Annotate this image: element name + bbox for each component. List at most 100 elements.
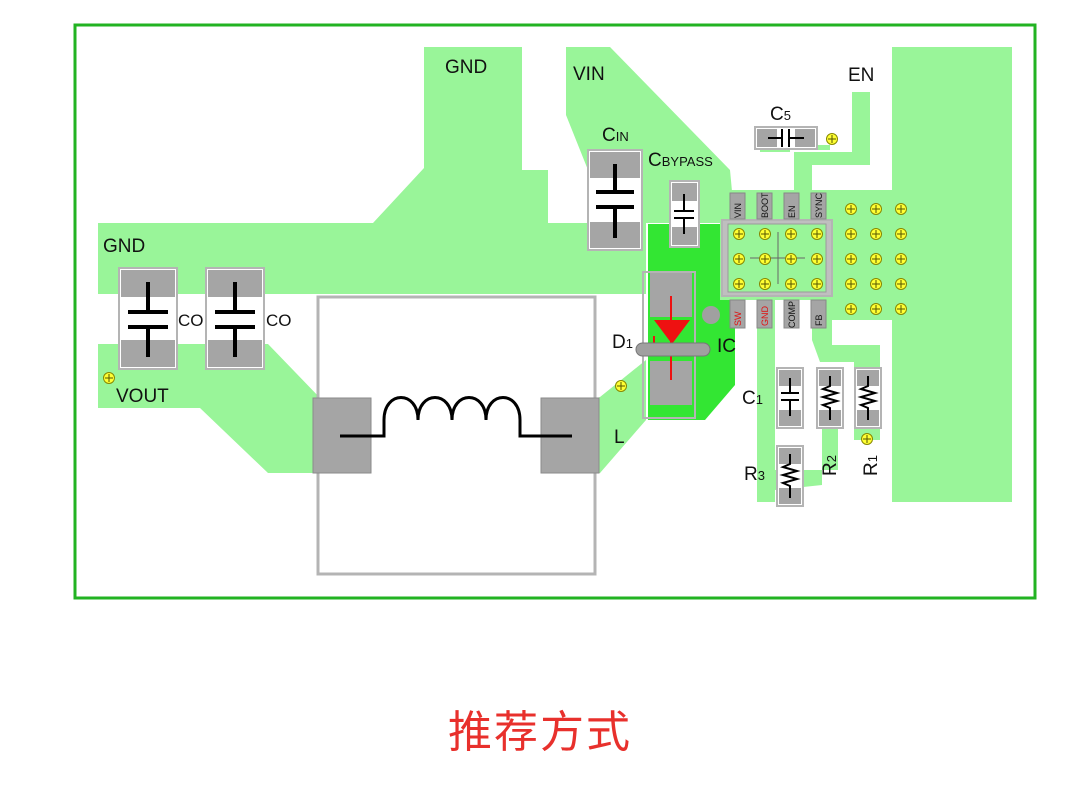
via-plus-icon	[870, 278, 882, 290]
via-plus-icon	[103, 372, 115, 384]
comp-trace	[757, 300, 775, 502]
label-c1: C1	[742, 388, 763, 409]
via-plus-icon	[845, 228, 857, 240]
label-cin: CIN	[602, 125, 629, 146]
label-vout: VOUT	[116, 386, 169, 407]
capacitor-c5	[754, 126, 818, 150]
capacitor-co-1	[118, 267, 178, 370]
label-ic: IC	[717, 336, 736, 357]
cbypass-pad-top	[672, 183, 697, 201]
resistor-r2	[816, 367, 844, 429]
ic-pin-sync-label: SYNC	[814, 192, 824, 218]
inductor-coil-icon	[340, 396, 572, 438]
layout-caption: 推荐方式	[448, 707, 632, 758]
ic-pin-comp-label: COMP	[787, 301, 797, 328]
ic-top-pins: VIN BOOT EN SYNC	[729, 192, 827, 220]
via-plus-icon	[870, 303, 882, 315]
via-plus-icon	[785, 228, 797, 240]
label-gnd-left: GND	[103, 236, 145, 257]
label-r1: R1	[861, 455, 882, 476]
ic-pin-vin	[729, 192, 746, 220]
capacitor-symbol-icon	[128, 282, 168, 357]
label-cbypass: CBYPASS	[648, 150, 713, 171]
sw-copper-pour	[590, 360, 646, 473]
label-c5: C5	[770, 104, 791, 125]
ic-pin-sync	[810, 192, 827, 220]
via-plus-icon	[845, 278, 857, 290]
ic-pin-en	[783, 192, 800, 220]
label-r2: R2	[820, 455, 841, 476]
d1-body-bar	[635, 342, 711, 357]
ic-pin-fb-label: FB	[814, 314, 824, 326]
label-en: EN	[848, 65, 874, 86]
ic-pin-sw	[729, 299, 746, 329]
label-co2: CO	[266, 311, 292, 330]
via-plus-icon	[895, 253, 907, 265]
ic-pin-comp	[783, 299, 800, 329]
via-plus-icon	[733, 278, 745, 290]
label-l: L	[614, 427, 625, 448]
resistor-r1	[854, 367, 882, 429]
via-plus-icon	[733, 228, 745, 240]
capacitor-symbol-icon	[215, 282, 255, 357]
d1-thermal-dot	[702, 306, 720, 324]
via-plus-icon	[759, 278, 771, 290]
ic-pin-vin-label: VIN	[733, 203, 743, 218]
capacitor-cin	[587, 149, 643, 251]
ic-pin-gnd	[756, 299, 773, 329]
en-trace	[794, 92, 870, 193]
capacitor-cbypass	[669, 180, 700, 248]
resistor-symbol-icon	[819, 376, 841, 420]
ic-pin-en-label: EN	[787, 205, 797, 218]
ic-pin-gnd-label: GND	[760, 306, 770, 327]
ic-pin-fb	[810, 299, 827, 329]
label-r3: R3	[744, 464, 765, 485]
inductor-l	[312, 295, 600, 576]
via-plus-icon	[845, 303, 857, 315]
label-vin: VIN	[573, 64, 605, 85]
via-plus-icon	[811, 278, 823, 290]
via-plus-icon	[785, 253, 797, 265]
via-plus-icon	[759, 253, 771, 265]
diode-d1	[635, 271, 720, 419]
via-plus-icon	[870, 253, 882, 265]
resistor-r3	[776, 445, 804, 507]
label-co1: CO	[178, 311, 204, 330]
capacitor-symbol-icon	[768, 129, 804, 147]
via-plus-icon	[826, 133, 838, 145]
c1-pad-bottom	[779, 410, 801, 426]
via-plus-icon	[895, 203, 907, 215]
resistor-symbol-icon	[857, 376, 879, 420]
c5-pad-right	[795, 129, 815, 147]
label-d1: D1	[612, 332, 633, 353]
ic-pin-boot-label: BOOT	[760, 192, 770, 218]
via-plus-icon	[845, 253, 857, 265]
via-plus-icon	[785, 278, 797, 290]
via-plus-icon	[615, 380, 627, 392]
ic-pin-boot	[756, 192, 773, 220]
via-plus-icon	[759, 228, 771, 240]
capacitor-symbol-icon	[781, 378, 799, 416]
via-plus-icon	[870, 203, 882, 215]
via-plus-icon	[895, 303, 907, 315]
cbypass-pad-bottom	[672, 227, 697, 245]
capacitor-symbol-icon	[596, 164, 634, 238]
ic-bottom-pins: SW GND COMP FB	[729, 299, 827, 329]
ic-pin-sw-label: SW	[733, 311, 743, 326]
via-plus-icon	[895, 228, 907, 240]
vout-copper-pour	[98, 344, 322, 473]
right-gnd-pour	[832, 47, 1012, 502]
via-plus-icon	[811, 228, 823, 240]
label-gnd-top: GND	[445, 57, 487, 78]
resistor-symbol-icon	[779, 454, 801, 498]
gnd-copper-pour	[98, 47, 646, 294]
capacitor-c1	[776, 367, 804, 429]
component-labels: GND VIN EN C5 CIN CBYPASS GND CO CO VOUT…	[103, 57, 882, 485]
via-plus-icon	[895, 278, 907, 290]
capacitor-co-2	[205, 267, 265, 370]
capacitor-symbol-icon	[674, 194, 694, 234]
via-plus-icon	[870, 228, 882, 240]
via-plus-icon	[811, 253, 823, 265]
via-plus-icon	[861, 433, 873, 445]
